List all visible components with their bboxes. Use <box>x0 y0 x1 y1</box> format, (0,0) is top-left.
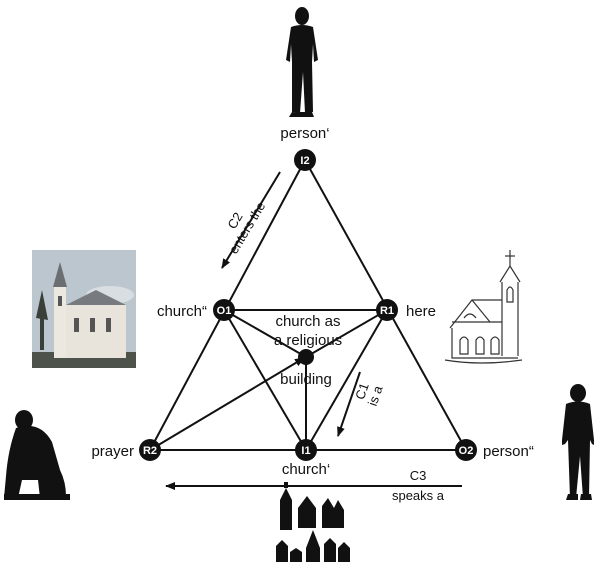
label-center-line1: church as <box>275 313 340 330</box>
church-icons-cluster <box>276 482 350 562</box>
church-photo <box>32 250 136 368</box>
edge-r2-center <box>149 357 305 451</box>
node-r2: R2 <box>139 439 161 461</box>
label-center-line2: a religious <box>274 332 342 349</box>
arrow-c3: C3 speaks a <box>165 468 462 503</box>
c2-code: C2 <box>224 210 245 232</box>
svg-text:O2: O2 <box>459 445 474 457</box>
c3-text: speaks a <box>392 488 445 503</box>
center-node <box>298 349 314 365</box>
label-prayer: prayer <box>91 443 134 460</box>
c3-code: C3 <box>410 468 427 483</box>
node-r1: R1 <box>376 299 398 321</box>
label-here: here <box>406 303 436 320</box>
c1-code: C1 <box>352 381 372 402</box>
arrow-c1: C1 is a <box>337 371 386 437</box>
svg-text:I1: I1 <box>301 445 310 457</box>
svg-text:O1: O1 <box>217 305 232 317</box>
label-right-person: person“ <box>483 443 534 460</box>
svg-text:R2: R2 <box>143 445 157 457</box>
node-o2: O2 <box>455 439 477 461</box>
svg-text:R1: R1 <box>380 305 394 317</box>
node-i1: I1 <box>295 439 317 461</box>
label-center-line3: building <box>280 371 332 388</box>
edge-o1-center <box>223 309 307 358</box>
label-church-i1: church‘ <box>282 461 330 478</box>
edge-r1-center <box>305 309 388 358</box>
praying-person-icon <box>4 410 70 500</box>
walking-person-top-icon <box>286 7 318 117</box>
node-i2: I2 <box>294 149 316 171</box>
edge-o1-i1 <box>223 309 307 451</box>
standing-person-right-icon <box>562 384 594 500</box>
church-sketch-icon <box>444 250 523 364</box>
edge-r1-i1 <box>305 309 388 451</box>
label-top-person: person‘ <box>280 125 329 142</box>
arrow-c2: C2 enters the <box>221 171 281 269</box>
c1-text: is a <box>365 383 386 408</box>
node-o1: O1 <box>213 299 235 321</box>
svg-text:I2: I2 <box>300 155 309 167</box>
label-church-o1: church“ <box>157 303 207 320</box>
